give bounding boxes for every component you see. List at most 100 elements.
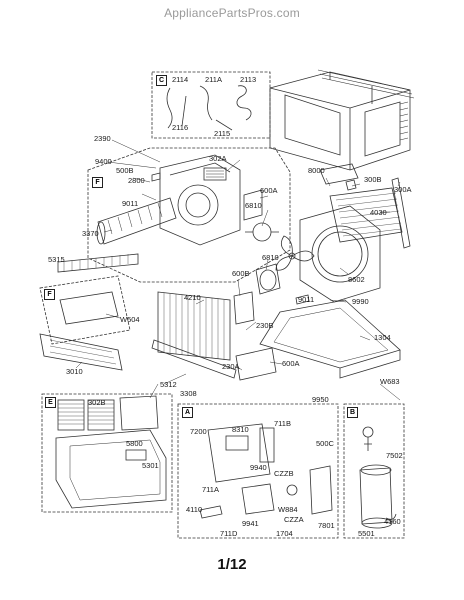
control-box-a [199,423,333,519]
rail-300b [345,179,357,191]
frame-3010 [39,333,123,371]
label-2116: 2116 [172,123,189,132]
box-tag-b: B [347,407,358,418]
front-cover [55,429,167,509]
label-2800: 2800 [128,176,145,185]
box-tag-f2: F [44,289,55,300]
box-b-frame [343,403,405,539]
label-711a: 711A [202,485,219,494]
blower-housing [159,154,241,246]
label-600a-b: 600A [282,359,300,368]
label-3010: 3010 [66,367,83,376]
label-6810a: 6810 [245,201,262,210]
label-4160: 4160 [384,517,401,526]
label-300b: 300B [364,175,382,184]
label-9990: 9990 [352,297,369,306]
vent-302a [203,167,227,181]
wire-2116 [181,95,187,127]
label-711b: 711B [274,419,291,428]
label-5501: 5501 [358,529,375,538]
evaporator-4210 [157,291,231,361]
label-4030: 4030 [370,208,387,217]
bracket-8000 [319,163,359,185]
label-1304: 1304 [374,333,391,342]
label-w683: W683 [380,377,400,386]
label-8000: 8000 [308,166,325,175]
box-tag-f: F [92,177,103,188]
clip-9011b [295,294,310,305]
bracket-600a [243,189,263,221]
grille-302b [57,399,115,431]
label-2115: 2115 [214,129,231,138]
box-a-frame [177,403,339,539]
rail-300a [391,177,411,249]
label-9400: 9400 [95,157,112,166]
label-3308: 3308 [180,389,197,398]
label-9941: 9941 [242,519,259,528]
label-8310: 8310 [232,425,249,434]
label-w884: W884 [278,505,298,514]
label-czzb: CZZB [274,469,294,478]
label-600b: 600B [232,269,250,278]
box-e-frame [41,393,173,513]
label-2390: 2390 [94,134,111,143]
label-7801: 7801 [318,521,335,530]
coil-2113 [236,85,252,121]
box-tag-e: E [45,397,56,408]
clip-9011 [151,172,161,182]
panel-w504 [59,291,119,325]
blower-wheel-3370 [96,197,177,245]
label-230a: 230A [222,362,240,371]
site-watermark: AppliancePartsPros.com [164,6,300,20]
label-6810b: 6810 [262,253,279,262]
label-2114: 2114 [172,75,189,84]
wire-2115 [215,119,233,131]
box-tag-c: C [156,75,167,86]
label-7200: 7200 [190,427,207,436]
label-5315: 5315 [48,255,65,264]
label-9940: 9940 [250,463,267,472]
box-tag-a: A [182,407,193,418]
label-5312: 5312 [160,380,177,389]
base-pan-1304 [259,299,401,379]
label-3370: 3370 [82,229,99,238]
label-500c: 500C [316,439,334,448]
label-600a: 600A [260,186,278,195]
label-500b: 500B [116,166,134,175]
page-number: 1/12 [217,556,247,573]
label-4210: 4210 [184,293,201,302]
label-5301: 5301 [142,461,159,470]
rail-3308 [151,339,237,379]
label-302b: 302B [88,398,106,407]
label-w504: W504 [120,315,140,324]
label-2113: 2113 [240,75,257,84]
drain-pan-230a [235,347,277,381]
wire-2114 [166,87,173,129]
label-8602: 8602 [348,275,365,284]
label-711d: 711D [220,529,238,538]
motor-6810a [245,222,279,242]
compressor [359,426,397,529]
label-302a: 302A [209,154,227,163]
label-czza: CZZA [284,515,304,524]
label-7502: 7502 [386,451,403,460]
label-300a: 300A [394,185,412,194]
strip-5315 [57,253,139,273]
box-f-frame [87,147,291,283]
label-4110: 4110 [186,505,203,514]
motor-6810b [255,263,281,295]
bracket-600b [233,291,255,325]
wire-211a [199,85,213,121]
filter-4030 [329,187,403,243]
label-230b: 230B [256,321,274,330]
rear-grille [317,69,415,141]
label-9011: 9011 [122,199,139,208]
label-9011b: 9011 [298,295,315,304]
fan-blade-6810b [275,235,315,271]
label-5800 [125,449,147,461]
label-1704: 1704 [276,529,293,538]
filter-5312 [119,395,159,431]
label-211a: 211A [205,75,222,84]
cabinet-sleeve [269,71,411,171]
